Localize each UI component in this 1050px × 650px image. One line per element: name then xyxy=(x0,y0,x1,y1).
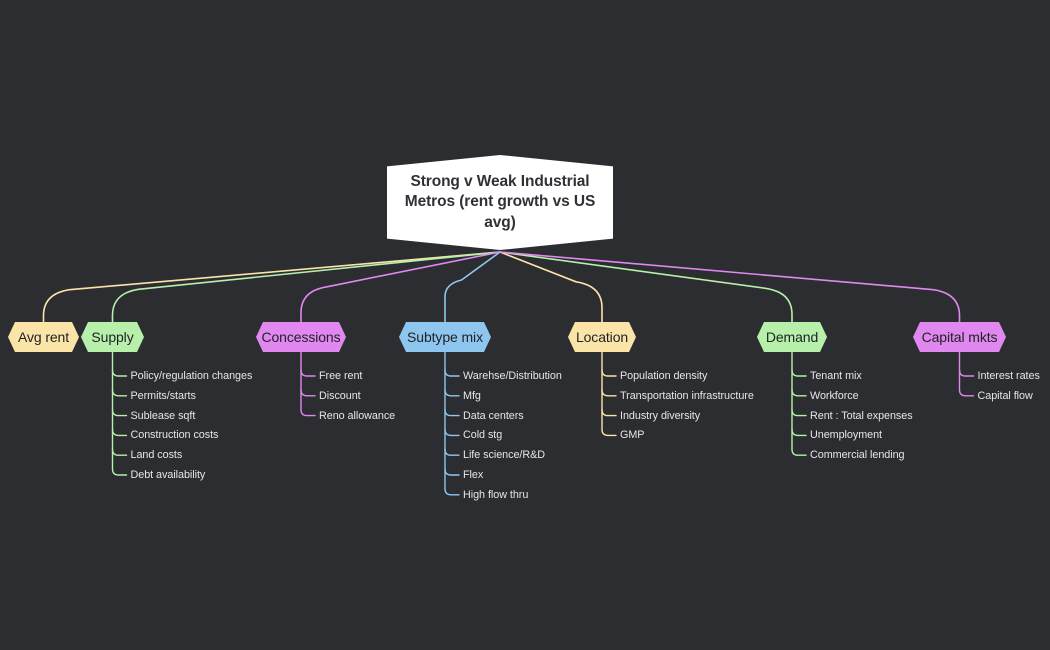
leaf-connector xyxy=(444,428,460,437)
leaf-node[interactable]: Transportation infrastructure xyxy=(620,389,754,402)
leaf-node[interactable]: Cold stg xyxy=(463,429,503,442)
branch-connector xyxy=(42,251,501,323)
branch-node-label: Supply xyxy=(91,329,134,345)
leaf-connector xyxy=(111,448,128,456)
branch-connector xyxy=(444,251,501,323)
leaf-node[interactable]: Policy/regulation changes xyxy=(130,370,253,382)
branch-node-label: Capital mkts xyxy=(921,329,998,345)
leaf-connector xyxy=(300,369,316,377)
branch-node-5[interactable]: Demand xyxy=(757,322,827,352)
leaf-connector xyxy=(111,408,128,417)
leaf-connector xyxy=(111,389,128,397)
leaf-connector xyxy=(444,389,460,397)
leaf-connector xyxy=(444,448,460,456)
branch-node-6[interactable]: Capital mkts xyxy=(913,322,1006,352)
leaf-node[interactable]: Tenant mix xyxy=(810,370,862,382)
leaf-node[interactable]: High flow thru xyxy=(463,488,529,501)
branch-node-label: Concessions xyxy=(261,329,341,345)
leaf-node[interactable]: Debt availability xyxy=(130,469,206,481)
leaf-connector xyxy=(444,468,460,476)
root-node[interactable]: Strong v Weak Industrial Metros (rent gr… xyxy=(387,155,613,250)
branch-connector xyxy=(300,251,501,323)
branch-connector xyxy=(499,251,793,323)
branch-node-4[interactable]: Location xyxy=(568,322,636,352)
leaf-node[interactable]: Data centers xyxy=(463,409,524,422)
leaf-node[interactable]: Rent : Total expenses xyxy=(810,409,913,422)
leaf-connector xyxy=(300,408,316,417)
leaf-node[interactable]: Mfg xyxy=(463,389,481,402)
branch-connector xyxy=(111,251,501,323)
leaf-node[interactable]: Reno allowance xyxy=(319,409,396,422)
branch-node-2[interactable]: Concessions xyxy=(256,322,346,352)
branch-node-label: Demand xyxy=(765,329,819,345)
leaf-connector xyxy=(958,389,975,397)
leaf-connector xyxy=(958,369,975,377)
leaf-connector xyxy=(791,448,807,456)
leaf-connector xyxy=(791,389,807,397)
leaf-node[interactable]: Life science/R&D xyxy=(463,449,546,462)
leaf-connector xyxy=(601,408,617,417)
branch-connector xyxy=(499,251,603,323)
leaf-node[interactable]: Unemployment xyxy=(810,429,883,442)
branch-node-1[interactable]: Supply xyxy=(81,322,144,352)
leaf-node[interactable]: Discount xyxy=(319,389,361,402)
branch-node-label: Avg rent xyxy=(17,329,70,345)
leaf-connector xyxy=(601,369,617,377)
leaf-connector xyxy=(111,369,128,377)
leaf-connector xyxy=(444,408,460,417)
leaf-connector xyxy=(791,369,807,377)
root-node-label: Strong v Weak Industrial Metros (rent gr… xyxy=(404,172,596,231)
leaf-node[interactable]: Free rent xyxy=(319,370,363,382)
branch-node-label: Location xyxy=(575,329,629,345)
leaf-node[interactable]: Population density xyxy=(620,370,708,382)
leaf-node[interactable]: Workforce xyxy=(810,389,859,402)
leaf-connector xyxy=(444,369,460,377)
leaf-node[interactable]: Capital flow xyxy=(977,389,1033,402)
leaf-node[interactable]: Permits/starts xyxy=(130,389,196,402)
leaf-connector xyxy=(111,468,128,476)
leaf-connector xyxy=(111,428,128,437)
leaf-node[interactable]: Sublease sqft xyxy=(130,409,196,422)
leaf-node[interactable]: Construction costs xyxy=(130,429,219,442)
leaf-node[interactable]: Interest rates xyxy=(977,370,1040,382)
branch-connector xyxy=(499,251,961,323)
leaf-node[interactable]: Flex xyxy=(463,469,484,481)
branch-node-3[interactable]: Subtype mix xyxy=(399,322,491,352)
leaf-connector xyxy=(791,428,807,437)
leaf-node[interactable]: Warehse/Distribution xyxy=(463,370,562,382)
leaf-node[interactable]: Industry diversity xyxy=(620,409,701,422)
leaf-connector xyxy=(444,488,460,496)
branch-node-label: Subtype mix xyxy=(407,329,483,345)
leaf-connector xyxy=(791,408,807,417)
leaf-node[interactable]: Commercial lending xyxy=(810,449,905,462)
leaf-connector xyxy=(601,389,617,397)
leaf-node[interactable]: GMP xyxy=(620,429,645,442)
leaf-node[interactable]: Land costs xyxy=(130,449,183,462)
leaf-connector xyxy=(601,428,617,437)
branch-node-0[interactable]: Avg rent xyxy=(8,322,79,352)
leaf-connector xyxy=(300,389,316,397)
